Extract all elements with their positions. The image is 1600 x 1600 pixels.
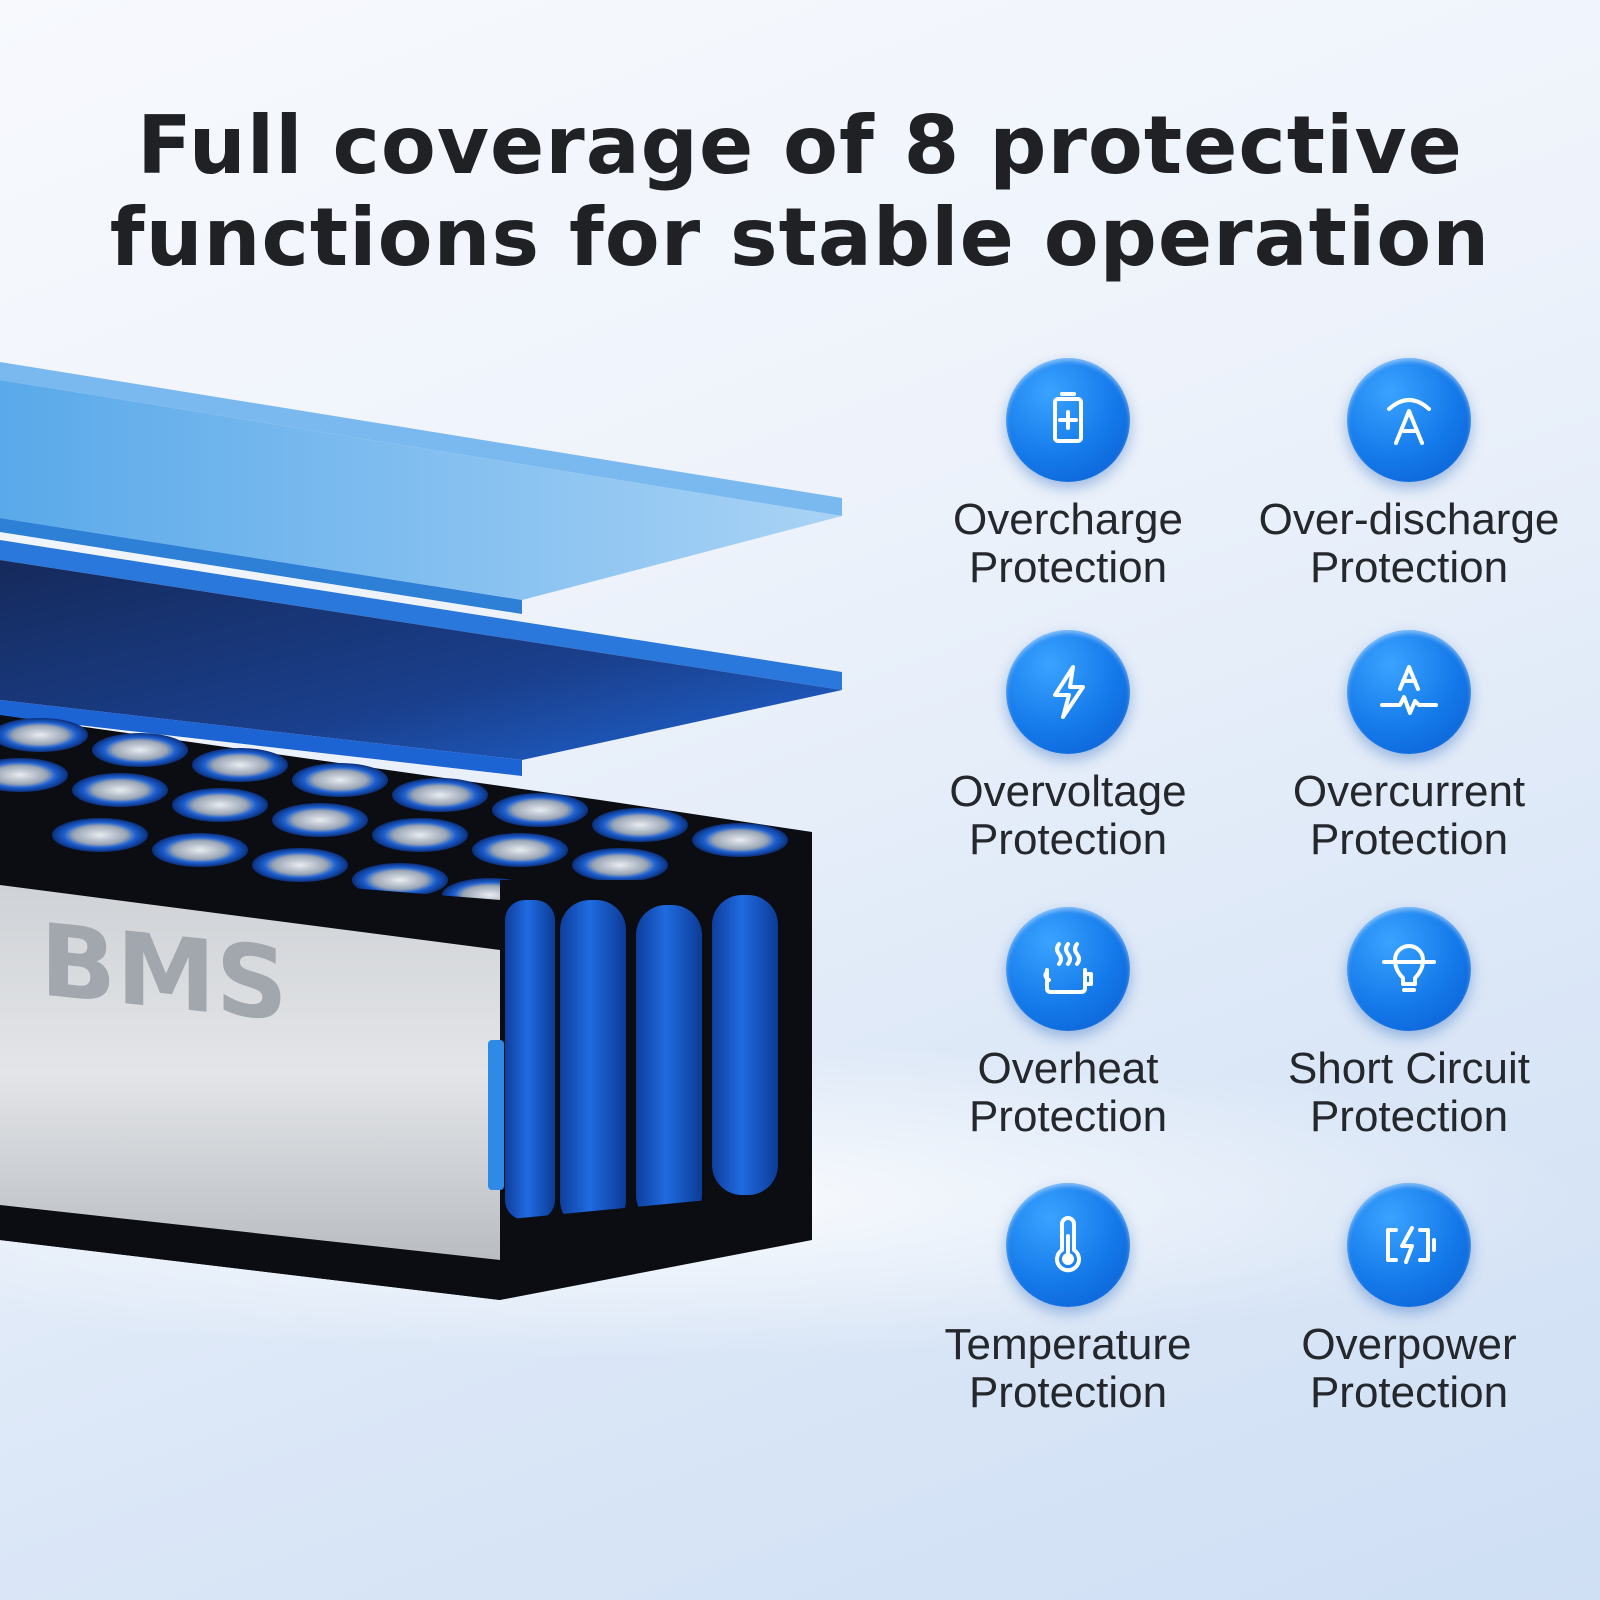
ammeter-a-icon [1387, 398, 1431, 445]
bms-board-plate: BMS [0, 885, 504, 1260]
icon-badge [1006, 630, 1130, 754]
battery-plus-icon [1053, 392, 1083, 443]
feature-title: Overcharge [953, 495, 1183, 544]
icon-badge [1347, 630, 1471, 754]
feature-subtitle: Protection [968, 1368, 1168, 1417]
feature-title: Short Circuit [1287, 1044, 1531, 1093]
feature-subtitle: Protection [968, 815, 1168, 864]
feature-overheat: Overheat Protection [888, 907, 1248, 1141]
battery-pack-illustration: BMS [0, 362, 842, 1300]
current-wave-icon [1380, 665, 1438, 715]
feature-label: Overcharge Protection [888, 496, 1248, 592]
top-insulation-plate [0, 362, 842, 614]
battery-cell-block: BMS [0, 715, 812, 1300]
feature-short-circuit: Short Circuit Protection [1229, 907, 1589, 1141]
bms-label: BMS [40, 901, 288, 1044]
feature-label: Overheat Protection [888, 1045, 1248, 1141]
headline-line-2: functions for stable operation [109, 191, 1491, 284]
thermometer-icon [1055, 1216, 1081, 1273]
icon-badge [1006, 907, 1130, 1031]
feature-subtitle: Protection [1309, 815, 1509, 864]
icon-badge [1006, 1183, 1130, 1307]
feature-title: Overvoltage [949, 767, 1187, 816]
battery-bolt-icon [1386, 1226, 1436, 1264]
feature-label: Temperature Protection [888, 1321, 1248, 1417]
feature-subtitle: Protection [1309, 1368, 1509, 1417]
feature-subtitle: Protection [968, 1092, 1168, 1141]
feature-label: Overcurrent Protection [1229, 768, 1589, 864]
feature-overvoltage: Overvoltage Protection [888, 630, 1248, 864]
feature-overcurrent: Overcurrent Protection [1229, 630, 1589, 864]
feature-title: Overcurrent [1292, 767, 1526, 816]
feature-subtitle: Protection [968, 543, 1168, 592]
cell-tops [0, 718, 788, 912]
icon-badge [1347, 907, 1471, 1031]
icon-badge [1347, 1183, 1471, 1307]
feature-title: Overheat [977, 1044, 1159, 1093]
feature-label: Over-discharge Protection [1229, 496, 1589, 592]
page-headline: Full coverage of 8 protective functions … [40, 100, 1560, 284]
middle-insulation-plate [0, 540, 842, 776]
short-circuit-bulb-icon [1382, 944, 1436, 992]
icon-badge [1347, 358, 1471, 482]
feature-over-discharge: Over-discharge Protection [1229, 358, 1589, 592]
side-cells [500, 880, 812, 1230]
feature-temperature: Temperature Protection [888, 1183, 1248, 1417]
feature-title: Over-discharge [1258, 495, 1560, 544]
feature-overcharge: Overcharge Protection [888, 358, 1248, 592]
feature-subtitle: Protection [1309, 1092, 1509, 1141]
heat-steam-icon [1043, 942, 1093, 994]
lightning-bolt-icon [1053, 665, 1085, 719]
feature-label: Overvoltage Protection [888, 768, 1248, 864]
headline-line-1: Full coverage of 8 protective [137, 99, 1463, 192]
feature-label: Short Circuit Protection [1229, 1045, 1589, 1141]
feature-title: Temperature [944, 1320, 1192, 1369]
feature-label: Overpower Protection [1229, 1321, 1589, 1417]
icon-badge [1006, 358, 1130, 482]
feature-subtitle: Protection [1309, 543, 1509, 592]
feature-overpower: Overpower Protection [1229, 1183, 1589, 1417]
feature-title: Overpower [1301, 1320, 1517, 1369]
